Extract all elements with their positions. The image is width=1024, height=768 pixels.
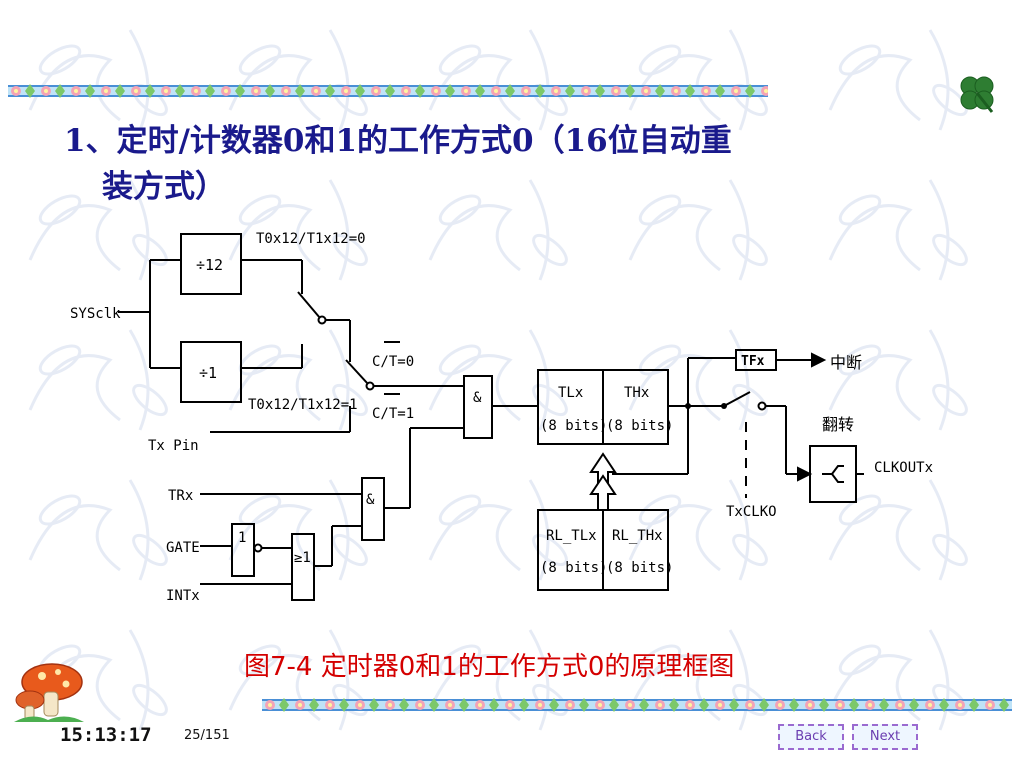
reload-arrow-thx xyxy=(589,474,617,511)
sysclk-label: SYSclk xyxy=(70,306,121,322)
rl-thx-label: RL_THx xyxy=(612,528,663,544)
toggle-label: 翻转 xyxy=(822,415,854,434)
and-gate-top-label: & xyxy=(473,390,482,406)
not-gate-label: 1 xyxy=(238,530,246,546)
intx-label: INTx xyxy=(166,588,200,604)
counter-timer-switch xyxy=(345,359,369,385)
gate-label: GATE xyxy=(166,540,200,556)
rl-tlx-bits-label: (8 bits) xyxy=(540,560,607,576)
or-gate-label: ≥1 xyxy=(294,550,311,566)
thx-bits-label: (8 bits) xyxy=(606,418,673,434)
mushroom-icon xyxy=(14,663,84,722)
tlx-label: TLx xyxy=(558,385,583,401)
top-decorative-border xyxy=(8,78,768,104)
divide-by-12-label: ÷12 xyxy=(196,256,223,274)
clkout-enable-switch xyxy=(723,391,751,407)
figure-caption: 图7-4 定时器0和1的工作方式0的原理框图 xyxy=(244,652,735,682)
ct1-label: C/T=1 xyxy=(372,406,414,422)
trx-label: TRx xyxy=(168,488,193,504)
bottom-decorative-border xyxy=(262,692,1012,718)
tx-pin-label: Tx Pin xyxy=(148,438,199,454)
interrupt-label: 中断 xyxy=(830,353,862,372)
ct0-label: C/T=0 xyxy=(372,354,414,370)
tlx-bits-label: (8 bits) xyxy=(540,418,607,434)
thx-label: THx xyxy=(624,385,649,401)
page-number: 25/151 xyxy=(184,728,230,743)
next-button[interactable]: Next xyxy=(852,724,918,750)
back-button[interactable]: Back xyxy=(778,724,844,750)
or-gate xyxy=(291,533,315,601)
rl-thx-bits-label: (8 bits) xyxy=(606,560,673,576)
txclko-label: TxCLKO xyxy=(726,504,777,520)
divide-by-12-box xyxy=(180,233,242,295)
t0x12-one-label: T0x12/T1x12=1 xyxy=(248,397,358,413)
clock-display: 15:13:17 xyxy=(60,724,152,746)
divide-by-1-box xyxy=(180,341,242,403)
clkoutx-label: CLKOUTx xyxy=(874,460,933,476)
t0x12-zero-label: T0x12/T1x12=0 xyxy=(256,231,366,247)
timer-mode0-block-diagram: ÷12 ÷1 T0x12/T1x12=0 T0x12/T1x12=1 SYScl… xyxy=(70,231,933,604)
divide-by-1-label: ÷1 xyxy=(199,364,217,382)
slide-title: 1、定时/计数器0和1的工作方式0（16位自动重 装方式） xyxy=(64,118,984,210)
and-gate-bottom xyxy=(361,477,385,541)
title-line-2: 装方式） xyxy=(102,169,226,205)
clock-select-switch xyxy=(297,291,321,319)
and-gate-bottom-label: & xyxy=(366,492,375,508)
tfx-label: TFx xyxy=(741,354,765,369)
rl-tlx-label: RL_TLx xyxy=(546,528,597,544)
clover-icon xyxy=(960,76,994,113)
title-line-1: 1、定时/计数器0和1的工作方式0（16位自动重 xyxy=(64,123,732,159)
and-gate-top xyxy=(463,375,493,439)
